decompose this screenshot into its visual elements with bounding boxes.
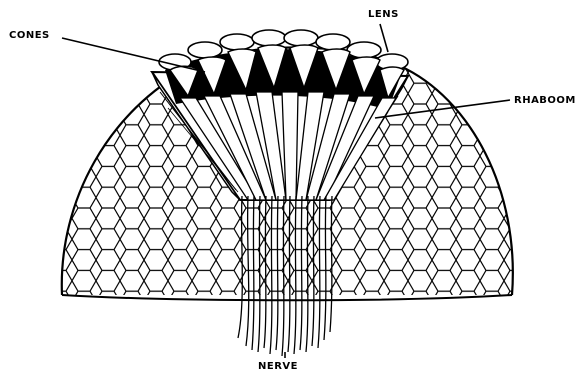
dome-base bbox=[62, 295, 512, 300]
rhaboom-label: RHABOOM bbox=[514, 96, 576, 106]
lens-label: LENS bbox=[368, 10, 399, 20]
cones-label: CONES bbox=[9, 31, 50, 41]
nerve-label: NERVE bbox=[258, 362, 298, 372]
